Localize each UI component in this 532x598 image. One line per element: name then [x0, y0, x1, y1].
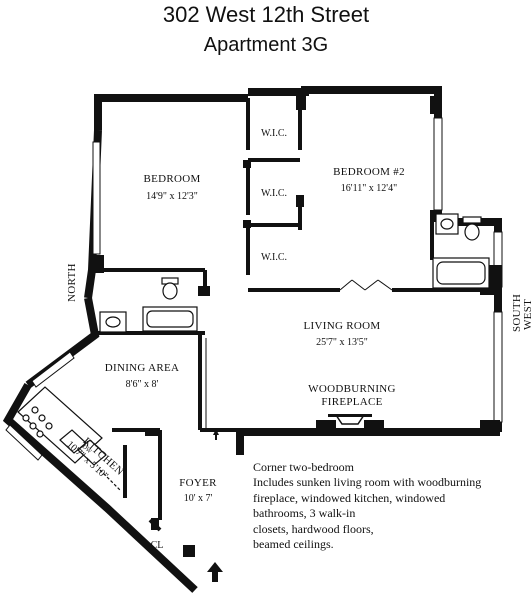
bedroom-dims: 14'9" x 12'3": [146, 191, 198, 202]
wic-label-2: W.I.C.: [261, 188, 287, 199]
description-line: bathrooms, 3 walk-in: [253, 506, 356, 521]
description-line: beamed ceilings.: [253, 537, 334, 552]
wic-label-3: W.I.C.: [261, 252, 287, 263]
wic-label-1: W.I.C.: [261, 128, 287, 139]
north-label: NORTH: [66, 263, 78, 302]
windows: [5, 117, 503, 461]
living-room-label: LIVING ROOM: [304, 320, 381, 332]
living-room-dims: 25'7" x 13'5": [316, 337, 368, 348]
entry-arrow-icon: [207, 562, 223, 582]
listing-description: Corner two-bedroom Includes sunken livin…: [253, 460, 528, 552]
bedroom2-label: BEDROOM #2: [333, 166, 405, 178]
fireplace-label-line2: FIREPLACE: [321, 396, 382, 408]
dining-area-dims: 8'6" x 8': [126, 379, 159, 390]
description-line: Includes sunken living room with woodbur…: [253, 475, 482, 490]
foyer-label: FOYER: [179, 477, 217, 489]
description-line: Corner two-bedroom: [253, 460, 354, 474]
address-title: 302 West 12th Street: [162, 2, 370, 27]
fireplace-label-line1: WOODBURNING: [308, 383, 396, 395]
stove-icon: [22, 406, 53, 438]
foyer-dims: 10' x 7': [184, 493, 213, 504]
south-label: SOUTH: [511, 294, 523, 332]
bedroom-label: BEDROOM: [143, 173, 200, 185]
up-arrow-icon: [213, 429, 219, 440]
doors: [205, 279, 393, 430]
apartment-title: Apartment 3G: [203, 34, 329, 56]
bathroom-fixtures: [99, 213, 490, 333]
west-label: WEST: [522, 299, 532, 330]
dishwasher-label: DW: [81, 444, 93, 455]
fireplace-icon: [328, 414, 372, 425]
closet-label: CL: [151, 540, 164, 551]
bedroom2-dims: 16'11" x 12'4": [341, 183, 397, 194]
kitchen-fixtures: [17, 386, 121, 491]
dining-area-label: DINING AREA: [105, 362, 180, 374]
description-line: fireplace, windowed kitchen, windowed: [253, 490, 446, 505]
description-line: closets, hardwood floors,: [253, 521, 374, 536]
